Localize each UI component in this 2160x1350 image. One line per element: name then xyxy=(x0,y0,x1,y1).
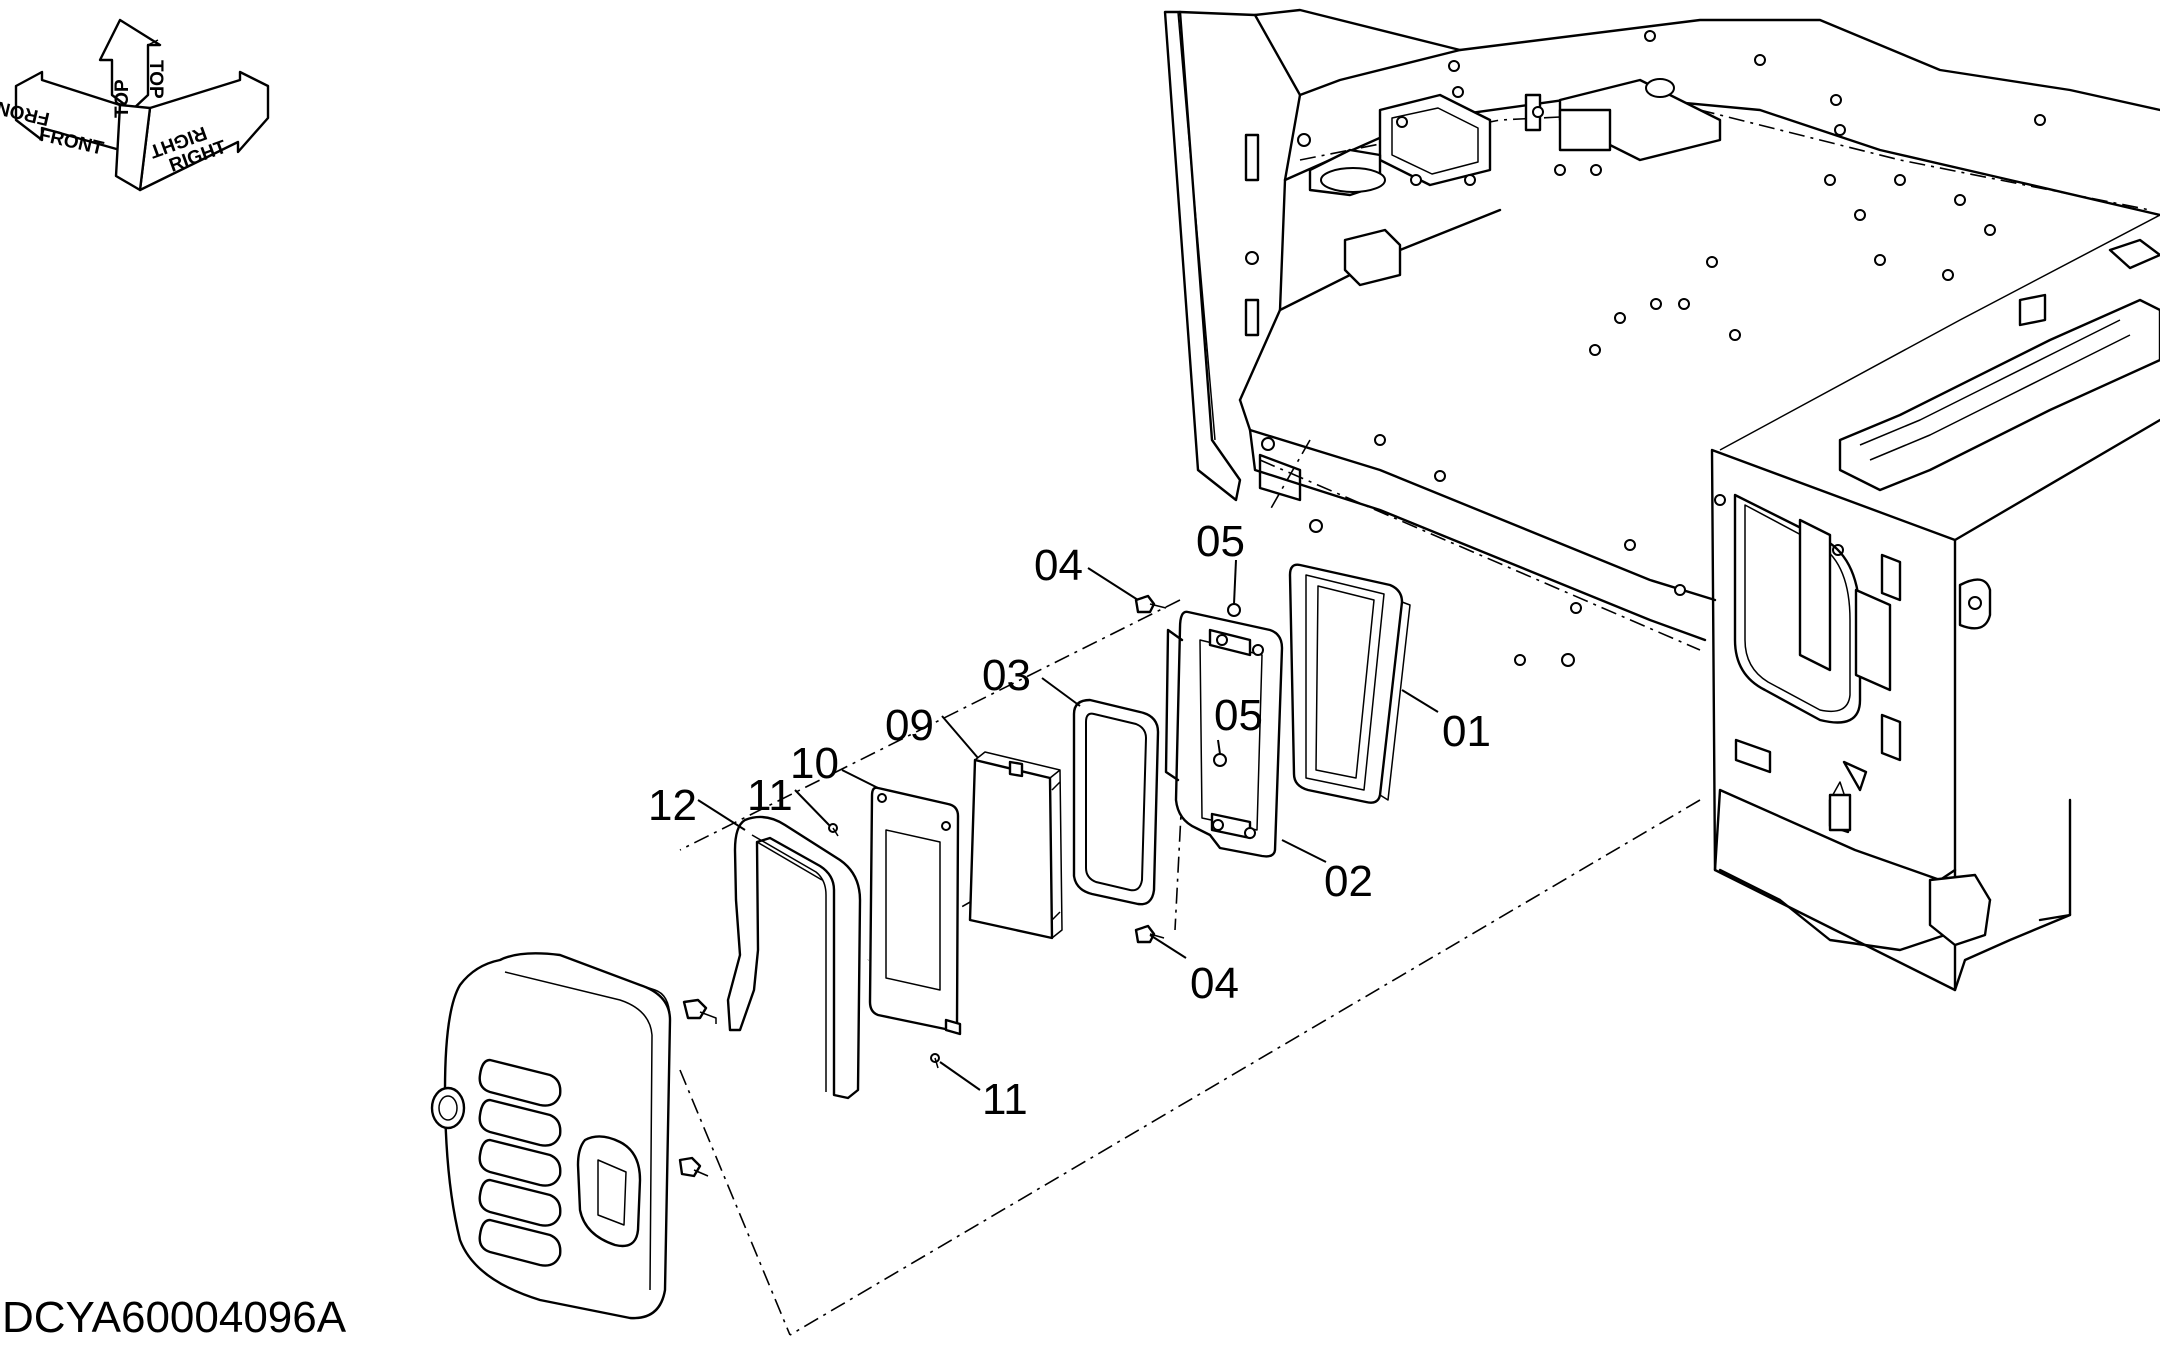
part-12-gasket-strip xyxy=(726,815,862,1100)
machine-frame xyxy=(1163,8,2160,992)
callout-02: 02 xyxy=(1324,857,1373,906)
front-cover xyxy=(430,952,717,1320)
hardware xyxy=(828,594,1241,1069)
callout-11-bottom: 11 xyxy=(982,1075,1028,1124)
part-03-gasket xyxy=(1072,698,1160,906)
callout-10: 10 xyxy=(790,739,839,788)
callout-05-middle: 05 xyxy=(1214,691,1263,740)
callout-11-top: 11 xyxy=(747,771,793,820)
part-01-frame xyxy=(1288,563,1411,804)
alignment-lines xyxy=(679,439,1701,1336)
callout-09: 09 xyxy=(885,701,934,750)
callout-05-top: 05 xyxy=(1196,517,1245,566)
callout-04-top: 04 xyxy=(1034,541,1083,590)
drawing-id: DCYA60004096A xyxy=(2,1293,347,1342)
part-02-bracket xyxy=(1164,610,1284,858)
part-10-plate xyxy=(868,786,962,1036)
callout-labels: 01 02 03 04 04 05 05 09 10 11 11 12 xyxy=(648,517,1491,1124)
callout-03: 03 xyxy=(982,651,1031,700)
callout-01: 01 xyxy=(1442,707,1491,756)
callout-leaders xyxy=(697,559,1439,1091)
callout-12: 12 xyxy=(648,781,697,830)
orientation-indicator: FRONT FRONT TOP TOP RIGHT RIGHT xyxy=(0,18,270,192)
callout-04-bottom: 04 xyxy=(1190,959,1239,1008)
deck-bolts xyxy=(1245,30,2046,667)
orientation-top-mirror-label: TOP xyxy=(112,79,133,118)
part-09-filter xyxy=(968,751,1063,940)
orientation-top-label: TOP xyxy=(145,60,166,99)
